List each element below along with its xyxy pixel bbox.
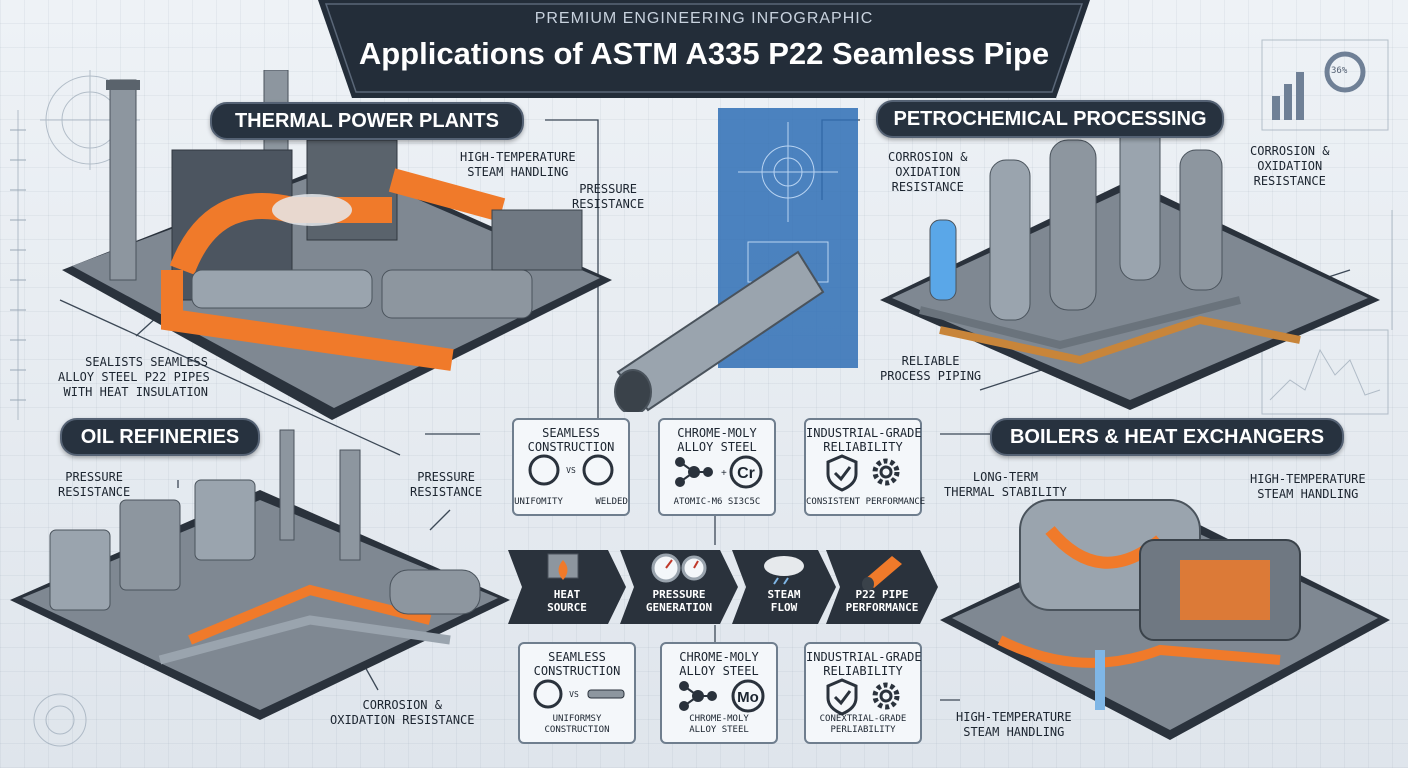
shield-gear-icon xyxy=(826,454,900,492)
callout-oil-right: PRESSURE RESISTANCE xyxy=(410,470,483,499)
feature-sub: CHROME-MOLY ALLOY STEEL xyxy=(689,714,749,735)
section-title-thermal: THERMAL POWER PLANTS xyxy=(210,102,524,140)
feature-box-chrome-moly-bottom: CHROME-MOLY ALLOY STEEL Mo CHROME-MOLY A… xyxy=(660,642,778,744)
seamless-vs-welded-icon: VS xyxy=(528,454,614,486)
process-step-heat-source: HEAT SOURCE xyxy=(508,550,626,624)
feature-title: SEAMLESS CONSTRUCTION xyxy=(527,426,615,454)
feature-title: CHROME-MOLY ALLOY STEEL xyxy=(679,650,759,678)
title-banner-shape xyxy=(318,0,1090,98)
section-title-petrochemical: PETROCHEMICAL PROCESSING xyxy=(876,100,1224,138)
callout-boilers-steam-right: HIGH-TEMPERATURE STEAM HANDLING xyxy=(1250,472,1366,501)
process-step-label: P22 PIPE PERFORMANCE xyxy=(845,588,919,614)
process-step-pressure-generation: PRESSURE GENERATION xyxy=(620,550,738,624)
callout-boilers-stability: LONG-TERM THERMAL STABILITY xyxy=(944,470,1067,499)
feature-box-reliability-bottom: INDUSTRIAL-GRADE RELIABILITY CONEXTRIAL-… xyxy=(804,642,922,744)
feature-sub: UNIFORMSY CONSTRUCTION xyxy=(544,714,610,735)
shield-gear-icon xyxy=(826,678,900,716)
feature-box-seamless-bottom: SEAMLESS CONSTRUCTION VS UNIFORMSY CONST… xyxy=(518,642,636,744)
molecule-mo-icon: Mo xyxy=(679,679,765,713)
feature-sub: ATOMIC-M6 SI3C5C xyxy=(673,497,761,507)
process-step-p22-performance: P22 PIPE PERFORMANCE xyxy=(826,550,938,624)
banner-kicker: PREMIUM ENGINEERING INFOGRAPHIC xyxy=(534,10,874,27)
molybdenum-symbol: Mo xyxy=(737,689,759,706)
callout-petro-left: CORROSION & OXIDATION RESISTANCE xyxy=(888,150,968,194)
feature-sub: CONSISTENT PERFORMANCE xyxy=(806,497,926,507)
callout-petro-right: CORROSION & OXIDATION RESISTANCE xyxy=(1250,144,1330,188)
feature-title: SEAMLESS CONSTRUCTION xyxy=(533,650,621,678)
vs-text: VS xyxy=(566,466,576,475)
vs-text: VS xyxy=(569,690,579,699)
callout-boilers-steam-bottom: HIGH-TEMPERATURE STEAM HANDLING xyxy=(956,710,1072,739)
callout-thermal-pipes: SEALISTS SEAMLESS ALLOY STEEL P22 PIPES … xyxy=(58,355,210,399)
feature-box-chrome-moly-top: CHROME-MOLY ALLOY STEEL + Cr ATOMIC-M6 S… xyxy=(658,418,776,516)
callout-oil-corrosion: CORROSION & OXIDATION RESISTANCE xyxy=(330,698,475,727)
page-title: Applications of ASTM A335 P22 Seamless P… xyxy=(358,36,1050,71)
feature-title: INDUSTRIAL-GRADE RELIABILITY xyxy=(806,650,922,678)
callout-thermal-steam: HIGH-TEMPERATURE STEAM HANDLING xyxy=(460,150,576,179)
process-step-label: HEAT SOURCE xyxy=(547,588,587,614)
callout-thermal-pressure: PRESSURE RESISTANCE xyxy=(572,182,645,211)
process-step-label: PRESSURE GENERATION xyxy=(645,588,713,614)
chromium-symbol: Cr xyxy=(737,465,755,482)
seamless-vs-welded-icon: VS xyxy=(533,679,625,709)
gauge-percent-label: 36% xyxy=(1331,66,1348,76)
feature-box-seamless-top: SEAMLESS CONSTRUCTION VS UNIFOMITY WELDE… xyxy=(512,418,630,516)
molecule-cr-icon: + Cr xyxy=(675,455,763,489)
thermal-plant-illustration xyxy=(62,70,612,420)
boilers-illustration xyxy=(940,499,1390,740)
callout-petro-piping: RELIABLE PROCESS PIPING xyxy=(880,354,982,383)
section-title-boilers: BOILERS & HEAT EXCHANGERS xyxy=(990,418,1344,456)
process-step-steam-flow: STEAM FLOW xyxy=(732,550,836,624)
section-title-oil-refineries: OIL REFINERIES xyxy=(60,418,260,456)
feature-title: INDUSTRIAL-GRADE RELIABILITY xyxy=(806,426,922,454)
feature-box-reliability-top: INDUSTRIAL-GRADE RELIABILITY CONSISTENT … xyxy=(804,418,926,516)
title-banner: PREMIUM ENGINEERING INFOGRAPHIC Applicat… xyxy=(318,0,1090,98)
feature-sub: UNIFOMITY WELDED xyxy=(514,497,628,507)
center-pipe-illustration xyxy=(614,108,858,412)
petrochemical-illustration xyxy=(880,119,1380,410)
feature-sub: CONEXTRIAL-GRADE PERLIABILITY xyxy=(819,714,907,735)
callout-oil-left: PRESSURE RESISTANCE xyxy=(58,470,131,499)
oil-refinery-illustration xyxy=(10,429,510,720)
process-step-label: STEAM FLOW xyxy=(767,588,801,614)
svg-text:+: + xyxy=(721,468,727,479)
feature-title: CHROME-MOLY ALLOY STEEL xyxy=(677,426,757,454)
